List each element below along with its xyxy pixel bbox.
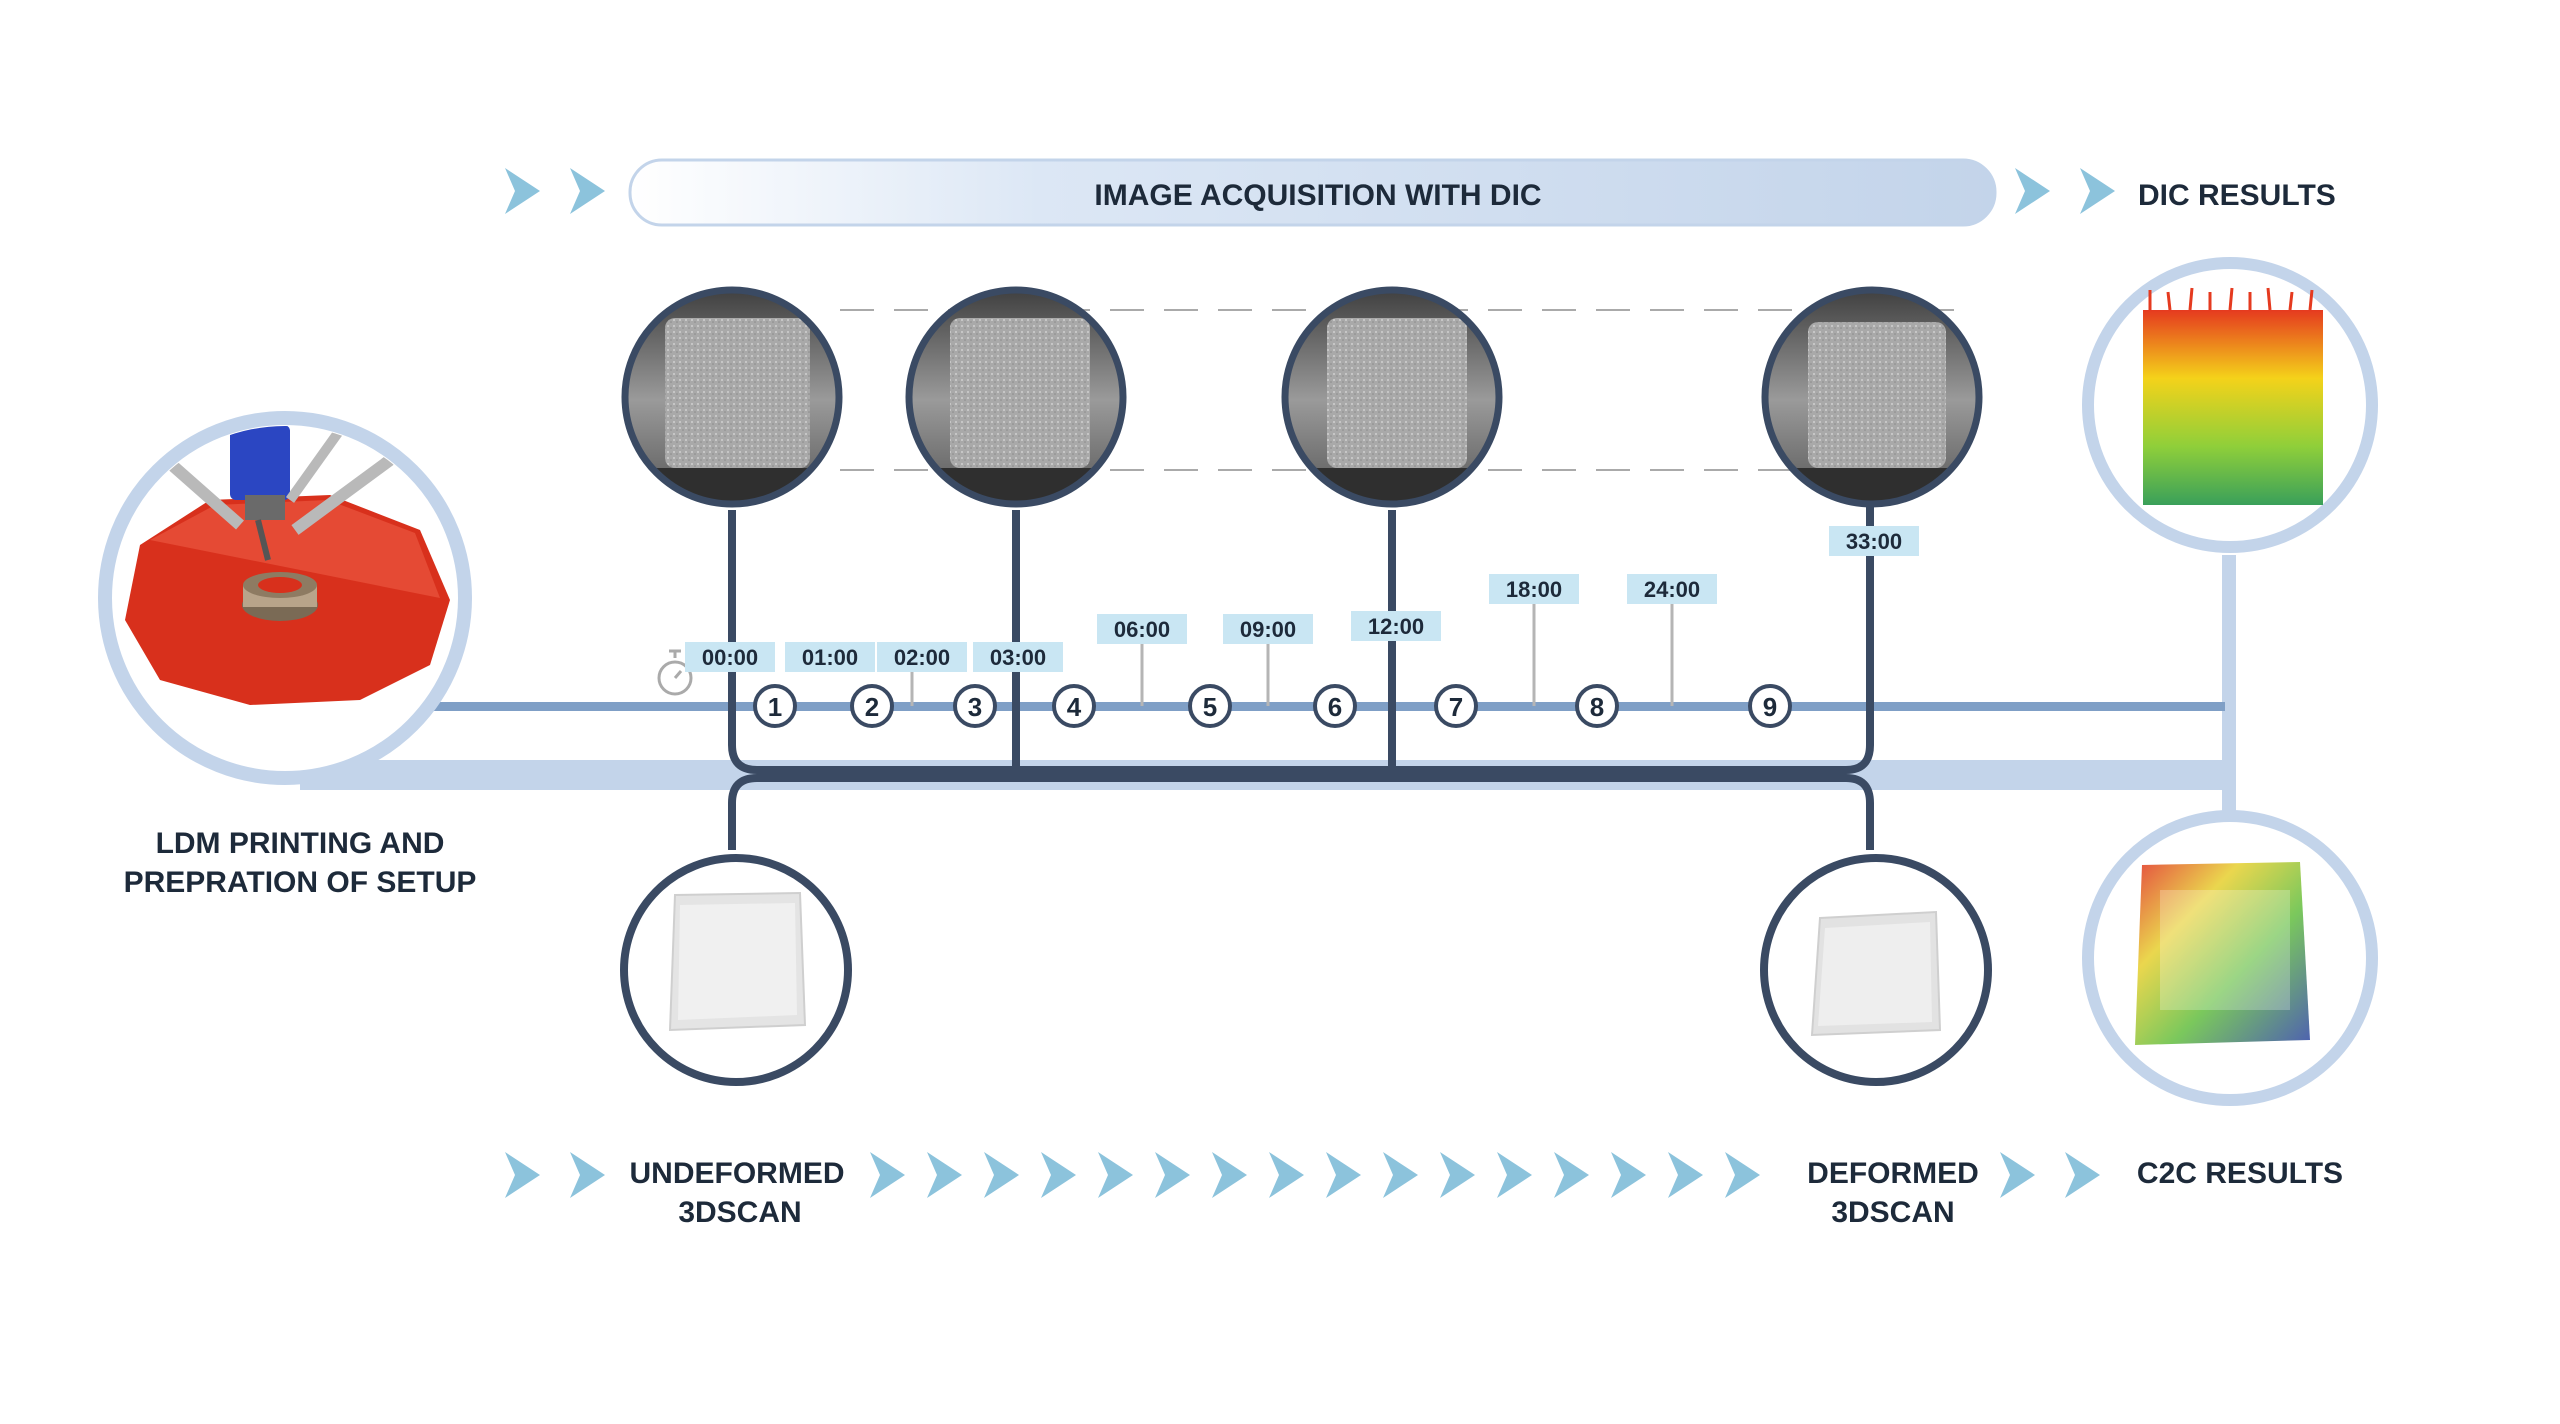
chevron-icon <box>870 1152 1760 1198</box>
stopwatch-icon <box>657 649 693 696</box>
chevron-icon <box>1440 1152 1475 1198</box>
chevron-icon <box>1041 1152 1076 1198</box>
time-label: 12:00 <box>1368 614 1424 639</box>
time-label-box <box>877 642 967 672</box>
dic-image-1 <box>621 286 843 508</box>
undeformed-label-line1: UNDEFORMED <box>630 1157 845 1190</box>
dic-image-3 <box>1281 286 1503 508</box>
time-label: 03:00 <box>990 645 1046 670</box>
time-label-box <box>1627 574 1717 604</box>
chevron-icon <box>505 168 605 214</box>
time-label: 02:00 <box>894 645 950 670</box>
c2c-results-label: C2C RESULTS <box>2137 1157 2343 1190</box>
time-label-box <box>1223 614 1313 644</box>
chevron-icon <box>1668 1152 1703 1198</box>
printing-label-line2: PREPRATION OF SETUP <box>124 866 477 899</box>
step-number: 9 <box>1763 692 1777 722</box>
image-acquisition-bar <box>628 158 1997 227</box>
time-labels: 00:00 01:00 02:00 03:00 06:00 09:00 12:00 18:00… <box>685 526 1919 672</box>
top-row: IMAGE ACQUISITION WITH DIC DIC RESULTS <box>505 158 2336 227</box>
bottom-chevrons <box>505 1152 2100 1198</box>
chevron-icon <box>1725 1152 1760 1198</box>
chevron-icon <box>927 1152 962 1198</box>
time-label-box <box>685 642 775 672</box>
time-label: 09:00 <box>1240 617 1296 642</box>
dic-results-label: DIC RESULTS <box>2138 179 2336 212</box>
chevron-icon <box>1098 1152 1133 1198</box>
time-label-box <box>785 642 875 672</box>
chevron-icon <box>1611 1152 1646 1198</box>
image-acquisition-label: IMAGE ACQUISITION WITH DIC <box>1094 179 1541 212</box>
step-circle <box>1575 684 1619 728</box>
deformed-label-line1: DEFORMED <box>1807 1157 1979 1190</box>
chevron-icon <box>570 1152 605 1198</box>
printing-label-line1: LDM PRINTING AND <box>156 827 445 860</box>
time-label: 06:00 <box>1114 617 1170 642</box>
step-circle <box>753 684 797 728</box>
chevron-icon <box>1269 1152 1304 1198</box>
step-markers: 1 2 3 4 5 6 7 8 9 <box>753 684 1792 728</box>
step-circle <box>850 684 894 728</box>
step-circle <box>1188 684 1232 728</box>
time-label: 18:00 <box>1506 577 1562 602</box>
time-label-box <box>1097 614 1187 644</box>
step-circle <box>1434 684 1478 728</box>
ldm-printing-image <box>98 411 472 785</box>
step-number: 6 <box>1328 692 1342 722</box>
step-number: 4 <box>1067 692 1082 722</box>
time-label-box <box>1351 611 1441 641</box>
undeformed-label-line2: 3DSCAN <box>678 1196 801 1229</box>
step-circle <box>953 684 997 728</box>
time-label-box <box>973 642 1063 672</box>
chevron-icon <box>1383 1152 1418 1198</box>
step-circle <box>1313 684 1357 728</box>
chevron-icon <box>1212 1152 1247 1198</box>
chevron-icon <box>2015 168 2115 214</box>
time-label: 33:00 <box>1846 529 1902 554</box>
chevron-icon <box>1554 1152 1589 1198</box>
chevron-icon <box>870 1152 905 1198</box>
time-label: 01:00 <box>802 645 858 670</box>
step-number: 8 <box>1590 692 1604 722</box>
c2c-results-image <box>2082 810 2378 1106</box>
chevron-icon <box>1155 1152 1190 1198</box>
time-label-box <box>1489 574 1579 604</box>
time-label-box <box>1829 526 1919 556</box>
step-number: 2 <box>865 692 879 722</box>
step-number: 5 <box>1203 692 1217 722</box>
chevron-icon <box>505 1152 540 1198</box>
time-ticks <box>910 597 1674 706</box>
dic-image-2 <box>905 286 1127 508</box>
chevron-icon <box>2000 1152 2035 1198</box>
time-label: 24:00 <box>1644 577 1700 602</box>
step-number: 1 <box>768 692 782 722</box>
step-number: 7 <box>1449 692 1463 722</box>
dic-results-image <box>2082 257 2378 553</box>
chevron-icon <box>1497 1152 1532 1198</box>
chevron-icon <box>2065 1152 2100 1198</box>
step-number: 3 <box>968 692 982 722</box>
deformed-scan-image <box>1760 854 1992 1086</box>
step-circle <box>1052 684 1096 728</box>
undeformed-scan-image <box>620 854 852 1086</box>
step-circle <box>1748 684 1792 728</box>
chevron-icon <box>984 1152 1019 1198</box>
chevron-icon <box>1326 1152 1361 1198</box>
deformed-label-line2: 3DSCAN <box>1831 1196 1954 1229</box>
dic-image-4 <box>1761 286 1983 508</box>
time-label: 00:00 <box>702 645 758 670</box>
